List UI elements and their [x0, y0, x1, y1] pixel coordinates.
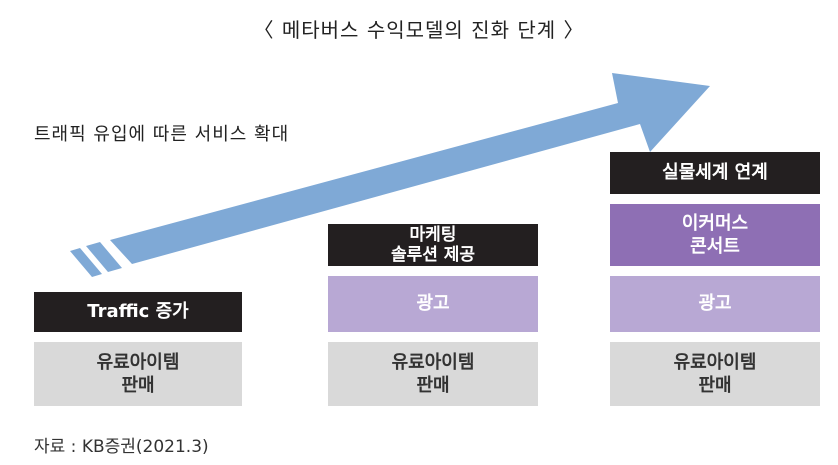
col1-traffic-box: Traffic 증가 [34, 292, 242, 332]
col3-paid-items-box: 유료아이템 판매 [610, 342, 820, 406]
diagram-title: 〈 메타버스 수익모델의 진화 단계 〉 [253, 18, 585, 42]
arrow-tail-stripe [86, 242, 122, 272]
col3-ecommerce-concert-box: 이커머스 콘서트 [610, 204, 820, 266]
arrow-label: 트래픽 유입에 따른 서비스 확대 [34, 124, 290, 145]
col2-paid-items-box: 유료아이템 판매 [328, 342, 538, 406]
col2-ad-box: 광고 [328, 276, 538, 332]
col1-paid-items-box: 유료아이템 판매 [34, 342, 242, 406]
col2-marketing-box: 마케팅 솔루션 제공 [328, 224, 538, 266]
arrow-tail-stripe [70, 248, 102, 277]
arrow-body [110, 73, 710, 264]
col3-real-world-box: 실물세계 연계 [610, 152, 820, 194]
col3-ad-box: 광고 [610, 276, 820, 332]
source-note: 자료 : KB증권(2021.3) [34, 437, 209, 457]
